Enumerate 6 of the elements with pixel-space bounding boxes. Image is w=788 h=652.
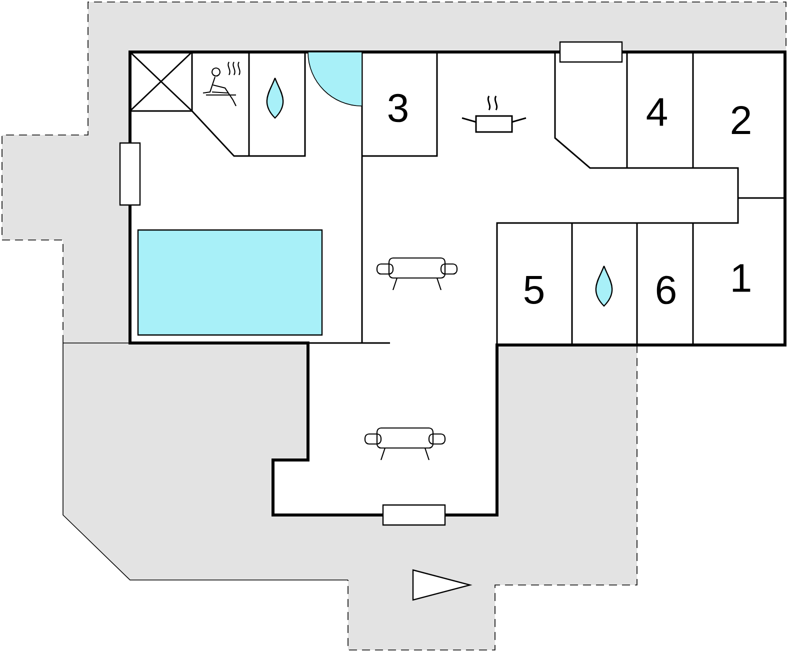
room-number: 5 [524,276,544,304]
room-number: 6 [656,276,676,304]
room-number: 4 [646,98,667,126]
room-number: 1 [732,264,750,292]
room-number: 3 [388,94,408,122]
room-number: 2 [732,106,750,134]
